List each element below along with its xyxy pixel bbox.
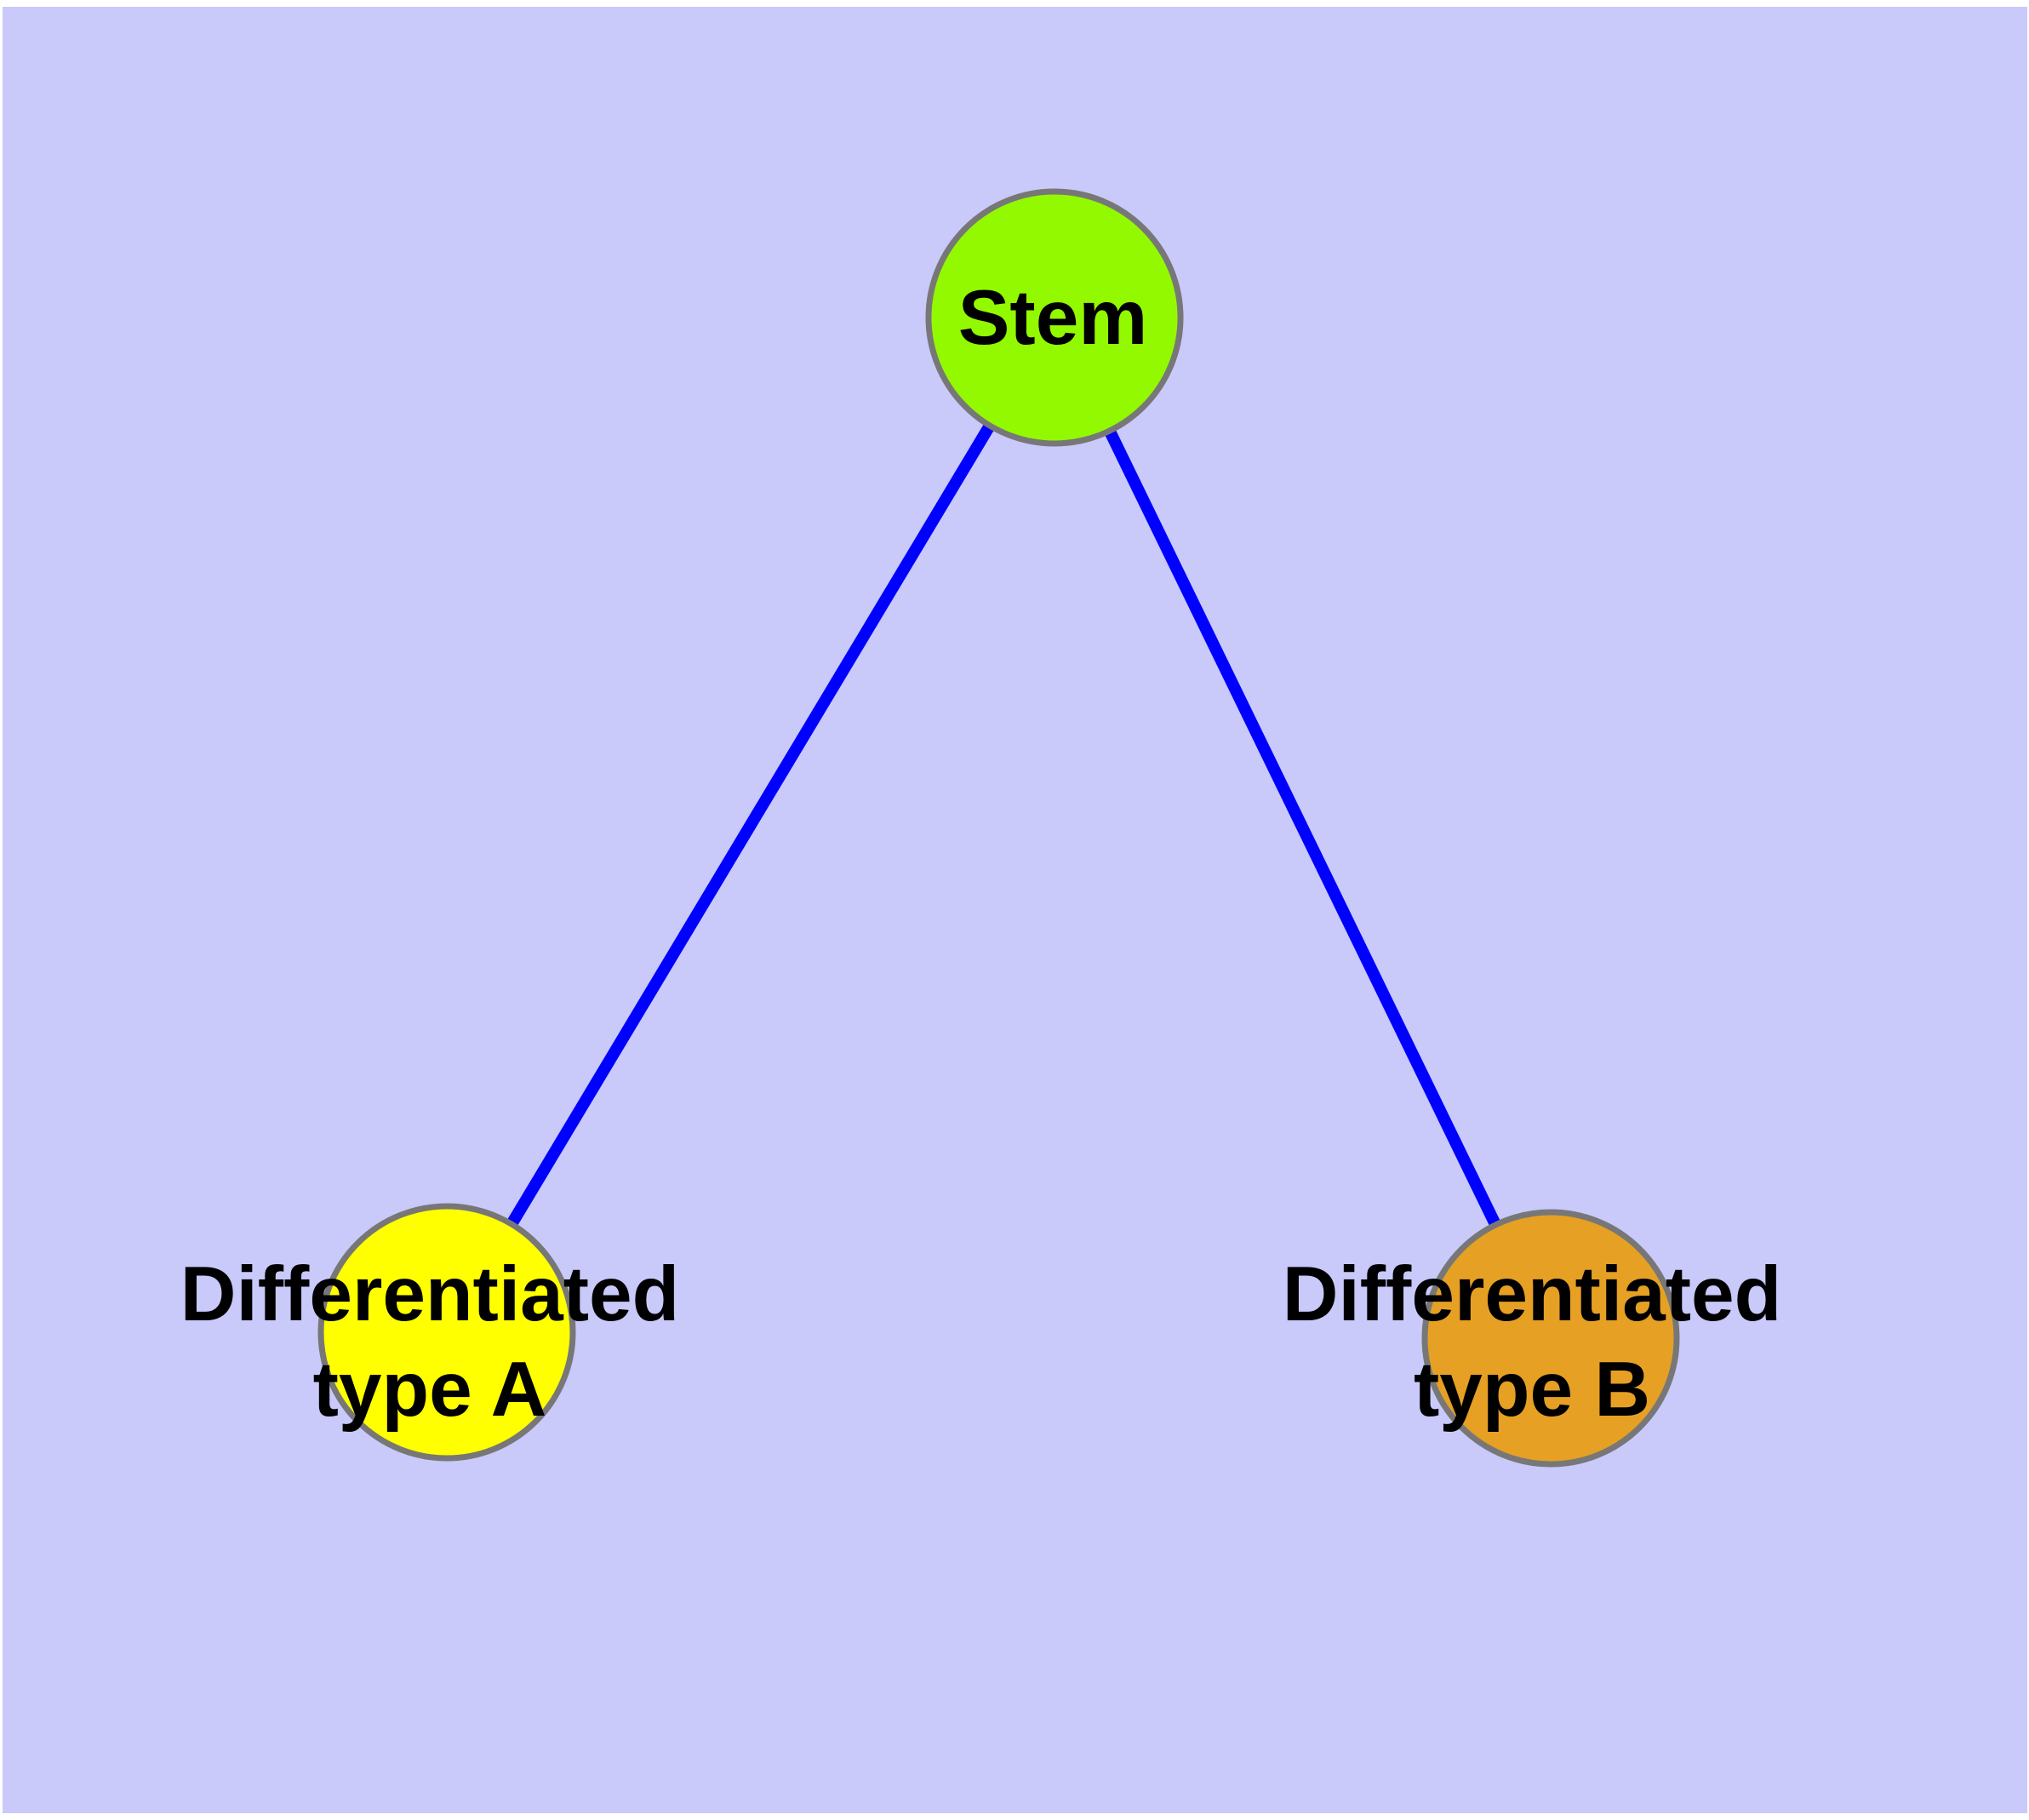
label-line: type A — [312, 1347, 547, 1433]
node-differentiated-type-b[interactable] — [1421, 1209, 1680, 1468]
label-line: Stem — [957, 275, 1148, 361]
edge-stem-to-type-a — [441, 314, 1060, 1336]
label-line: Differentiated — [180, 1251, 680, 1337]
node-label-stem: Stem — [958, 271, 1148, 366]
node-differentiated-type-a[interactable] — [317, 1203, 576, 1462]
node-label-differentiated-type-a: Differentiated type A — [180, 1247, 680, 1438]
node-stem[interactable] — [925, 188, 1184, 447]
label-line: type B — [1413, 1347, 1651, 1433]
label-line: Differentiated — [1282, 1251, 1782, 1337]
node-label-differentiated-type-b: Differentiated type B — [1283, 1247, 1782, 1438]
edge-stem-to-type-b — [1049, 314, 1557, 1342]
